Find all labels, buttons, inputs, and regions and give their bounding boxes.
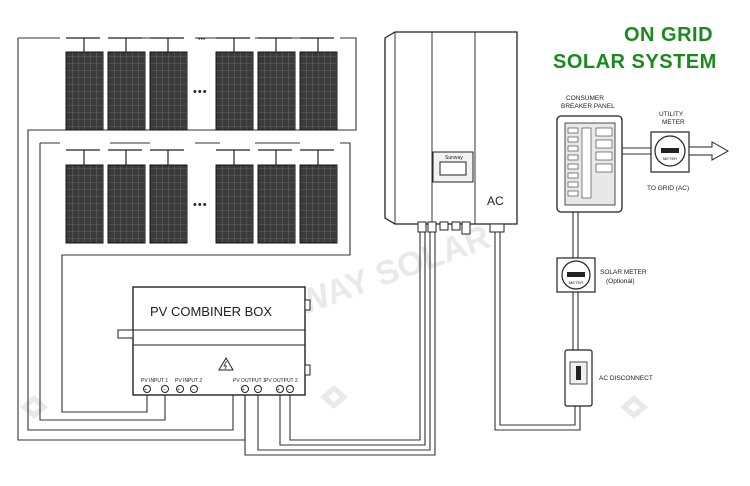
high-voltage-warning-icon <box>218 357 234 371</box>
solar-meter-face: METER <box>569 280 583 285</box>
terminal <box>176 385 184 393</box>
inverter-brand: Sunway <box>445 155 463 161</box>
terminal <box>254 385 262 393</box>
diagram-title-line1: ON GRID <box>624 24 714 46</box>
terminal-label: − <box>192 387 195 393</box>
terminal-label: + <box>242 387 245 393</box>
breaker-panel-label-2: BREAKER PANEL <box>561 103 615 110</box>
ellipsis-wire-top: ••• <box>198 36 206 43</box>
port-label-output-1: PV OUTPUT 1 <box>233 378 266 384</box>
solar-meter-label-1: SOLAR METER <box>600 269 647 276</box>
solar-panel <box>257 164 296 244</box>
ellipsis-top: ••• <box>193 86 208 98</box>
solar-array: ••• ••• ••• <box>65 36 338 244</box>
panel-row-top <box>65 37 338 131</box>
utility-meter-label-1: UTILITY <box>659 111 684 118</box>
ac-disconnect: AC DISCONNECT <box>564 349 653 407</box>
utility-meter-label-2: METER <box>662 119 685 126</box>
panel-row-bottom <box>65 149 338 244</box>
dc-connector <box>427 221 437 233</box>
terminal-label: − <box>163 387 166 393</box>
utility-meter-face: METER <box>663 156 677 161</box>
diagram-title-line2: SOLAR SYSTEM <box>553 51 717 73</box>
solar-panel <box>107 51 146 131</box>
terminal <box>276 385 284 393</box>
solar-panel <box>149 51 188 131</box>
terminal-label: − <box>256 387 259 393</box>
dc-switch <box>461 221 471 235</box>
watermark: SUNWAY SOLAR <box>20 218 648 419</box>
inverter-ac-label: AC <box>487 194 504 208</box>
pv-combiner-box: PV COMBINER BOX PV INPUT 1 PV INPUT 2 PV… <box>117 286 311 396</box>
terminal-label: − <box>288 387 291 393</box>
ellipsis-bottom: ••• <box>193 199 208 211</box>
sunway-logo-icon <box>620 395 648 419</box>
combiner-label: PV COMBINER BOX <box>150 304 272 319</box>
terminal <box>143 385 151 393</box>
solar-panel <box>107 164 146 244</box>
wiring <box>17 37 652 456</box>
dc-connector <box>417 221 427 233</box>
port-label-input-2: PV INPUT 2 <box>175 378 202 384</box>
terminal <box>190 385 198 393</box>
disconnect-handle <box>576 366 581 380</box>
terminal-label: + <box>177 387 180 393</box>
dc-connector <box>439 221 449 231</box>
inverter: Sunway AC <box>384 31 518 235</box>
solar-panel <box>215 51 254 131</box>
dc-connector <box>451 221 461 231</box>
sunway-logo-icon <box>20 395 48 419</box>
solar-panel <box>299 164 338 244</box>
consumer-breaker-panel: CONSUMER BREAKER PANEL <box>556 95 623 213</box>
solar-panel <box>299 51 338 131</box>
ac-connector <box>489 223 505 233</box>
solar-panel <box>65 164 104 244</box>
port-label-input-1: PV INPUT 1 <box>141 378 168 384</box>
solar-meter: METER SOLAR METER (Optional) <box>556 257 647 293</box>
arrow-right-icon <box>688 141 730 161</box>
solar-panel <box>65 51 104 131</box>
breaker-panel-label-1: CONSUMER <box>566 95 604 102</box>
utility-meter: UTILITY METER METER TO GRID (AC) <box>647 111 730 192</box>
terminal <box>241 385 249 393</box>
terminal <box>286 385 294 393</box>
ac-disconnect-label: AC DISCONNECT <box>599 375 653 382</box>
solar-meter-label-2: (Optional) <box>606 278 635 285</box>
solar-panel <box>215 164 254 244</box>
sunway-logo-icon <box>320 385 348 409</box>
terminal-label: + <box>144 387 147 393</box>
grid-label: TO GRID (AC) <box>647 185 689 192</box>
port-label-output-2: PV OUTPUT 2 <box>265 378 298 384</box>
terminal <box>161 385 169 393</box>
solar-panel <box>257 51 296 131</box>
solar-panel <box>149 164 188 244</box>
inverter-display <box>439 161 467 176</box>
terminal-label: + <box>277 387 280 393</box>
